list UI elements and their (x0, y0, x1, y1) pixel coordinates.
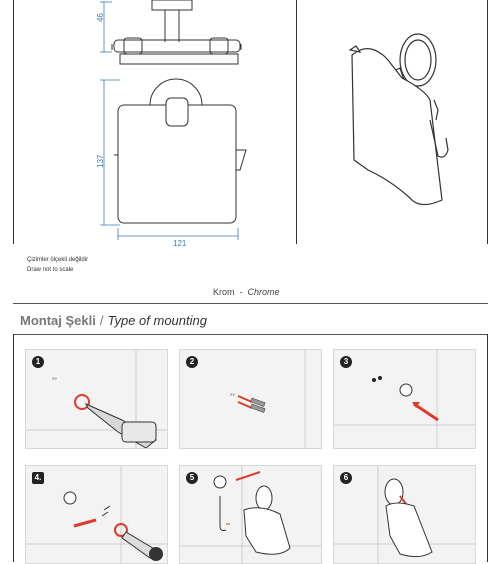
step-1-number: 1 (32, 356, 44, 368)
step-6-number: 6 (340, 472, 352, 484)
step-3-number: 3 (340, 356, 352, 368)
finish-tr: Krom (213, 287, 235, 297)
scale-note-en: Draw not to scale (27, 267, 74, 273)
finish-label: Krom - Chrome (213, 287, 280, 297)
svg-text:°°: °° (52, 378, 57, 384)
frame-right-line-bottom (487, 334, 488, 562)
step-5-panel: 5 (179, 465, 322, 564)
screw-icon (180, 466, 321, 563)
product-perspective-drawing (348, 33, 449, 206)
step-6-panel: 6 (333, 465, 476, 564)
dim-121: 121 (171, 239, 189, 248)
step-4-panel: 4. (25, 465, 168, 564)
dim-137: 137 (96, 154, 105, 168)
assembled-holder-icon (334, 466, 475, 563)
mounting-title-tr: Montaj Şekli (20, 313, 96, 328)
mounting-title-en: Type of mounting (107, 313, 207, 328)
step-3-panel: 3 (333, 349, 476, 449)
dowel-icon: °° (230, 350, 306, 448)
dim-46: 46 (96, 13, 105, 22)
drill-icon: °° (26, 350, 167, 448)
finish-sep: - (239, 287, 243, 297)
screwdriver-icon (26, 466, 167, 563)
frame-left-line (13, 0, 14, 244)
mounting-title-sep: / (99, 313, 104, 328)
frame-right-line (487, 0, 488, 244)
divider-bottom (13, 334, 488, 335)
step-5-number: 5 (186, 472, 198, 484)
finish-en: Chrome (247, 287, 280, 297)
arrow-icon (334, 350, 475, 448)
technical-drawing: 46 137 121 (0, 0, 493, 248)
divider-top (13, 303, 488, 304)
elevation-drawing (100, 0, 247, 240)
mounting-title: Montaj Şekli/Type of mounting (20, 313, 207, 328)
frame-left-line-bottom (13, 334, 14, 562)
frame-middle-line (296, 0, 297, 244)
step-4-number: 4. (32, 472, 44, 484)
step-2-number: 2 (186, 356, 198, 368)
svg-text:°°: °° (230, 394, 235, 400)
step-1-panel: 1 °° (25, 349, 168, 449)
step-2-panel: 2 °° (179, 349, 322, 449)
scale-note-tr: Çizimler ölçekli değildir (27, 257, 89, 263)
